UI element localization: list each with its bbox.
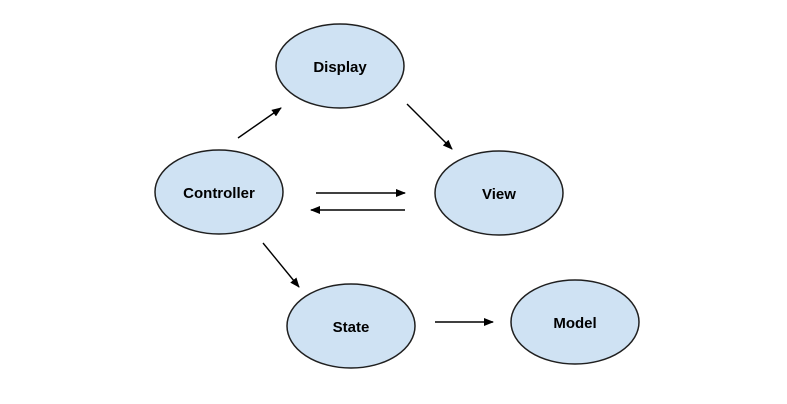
node-model-shape [510, 279, 640, 365]
node-display-label: Display [313, 59, 367, 76]
node-view-shape [434, 150, 564, 236]
node-state-label: State [333, 319, 370, 336]
node-controller-label: Controller [183, 185, 255, 202]
node-view: View [434, 150, 564, 236]
node-display-shape [275, 23, 405, 109]
node-model: Model [510, 279, 640, 365]
edge-controller-to-state [262, 242, 300, 288]
node-display: Display [275, 23, 405, 109]
node-view-label: View [482, 186, 516, 203]
edge-controller-to-display [237, 107, 282, 139]
node-controller: Controller [154, 149, 284, 235]
node-state: State [286, 283, 416, 369]
node-state-shape [286, 283, 416, 369]
node-model-label: Model [553, 315, 596, 332]
edges [237, 103, 494, 326]
edge-display-to-view [406, 103, 453, 150]
node-controller-shape [154, 149, 284, 235]
